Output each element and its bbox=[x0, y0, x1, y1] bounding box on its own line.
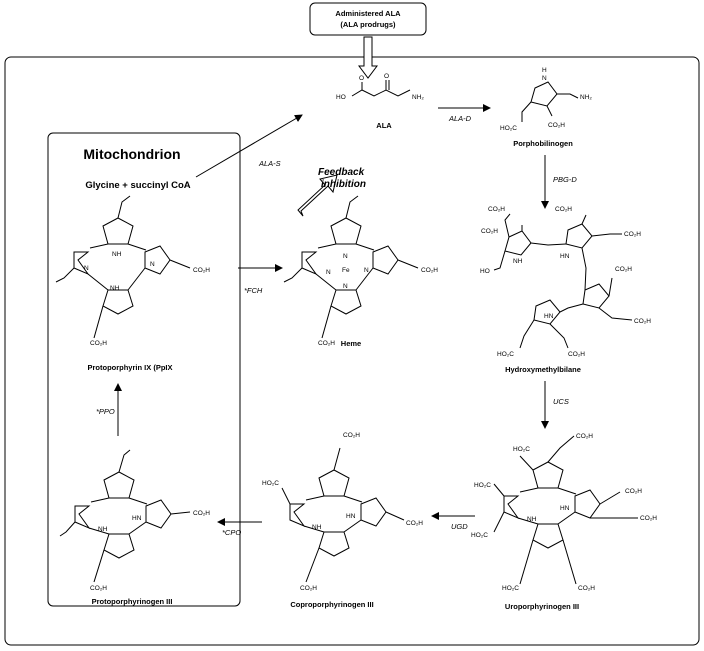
heme-co2h-2: CO₂H bbox=[318, 340, 335, 347]
enzyme-pbg-d: PBG-D bbox=[553, 175, 577, 184]
cell-frame bbox=[4, 56, 700, 646]
ppix-co2h-1: CO₂H bbox=[193, 267, 210, 274]
copro-co2h-3: CO₂H bbox=[300, 585, 317, 592]
protoporphyrin-structure: NH N N NH CO₂H CO₂H bbox=[55, 195, 210, 347]
feedback-arrow-icon bbox=[297, 174, 338, 217]
protogen-co2h-2: CO₂H bbox=[90, 585, 107, 592]
heme-n-2: N bbox=[364, 267, 369, 274]
pbg-nh2-label: NH₂ bbox=[580, 94, 592, 101]
ppix-nh-2: NH bbox=[110, 285, 120, 292]
heme-fe-label: Fe bbox=[342, 267, 350, 274]
ala-structure: HO O O NH₂ bbox=[336, 73, 424, 101]
protoporphyrin-label: Protoporphyrin IX (PpIX bbox=[87, 363, 172, 372]
glycine-succinyl-coa-label: Glycine + succinyl CoA bbox=[85, 180, 190, 191]
ppix-n-1: N bbox=[150, 261, 155, 268]
copro-hn-label: HN bbox=[346, 513, 356, 520]
arrow-glycine-to-ala bbox=[195, 114, 303, 178]
copro-co2h-2: CO₂H bbox=[406, 520, 423, 527]
enzyme-fch: *FCH bbox=[244, 286, 263, 295]
feedback-label: Feedback bbox=[318, 167, 365, 178]
uroporphyrinogen-label: Uroporphyrinogen III bbox=[505, 602, 579, 611]
hmb-co2h-5: CO₂H bbox=[615, 266, 632, 273]
ppix-co2h-2: CO₂H bbox=[90, 340, 107, 347]
ala-o-label: O bbox=[359, 75, 364, 82]
mitochondrion-title: Mitochondrion bbox=[83, 146, 180, 162]
uro-co2h-3: CO₂H bbox=[640, 515, 657, 522]
ala-label: ALA bbox=[376, 121, 392, 130]
heme-co2h-1: CO₂H bbox=[421, 267, 438, 274]
hmb-nh-label: NH bbox=[513, 258, 523, 265]
copro-co2h-1: CO₂H bbox=[343, 432, 360, 439]
ala-ho-label: HO bbox=[336, 94, 346, 101]
hmb-co2h-6: CO₂H bbox=[634, 318, 651, 325]
uro-co2h-1: CO₂H bbox=[576, 433, 593, 440]
coproporphyrinogen-structure: NH HN CO₂H HO₂C CO₂H CO₂H bbox=[262, 432, 423, 592]
uro-co2h-2: CO₂H bbox=[625, 488, 642, 495]
hydroxymethylbilane-label: Hydroxymethylbilane bbox=[505, 365, 581, 374]
uro-nh-label: NH bbox=[527, 516, 537, 523]
protoporphyrinogen-structure: NH HN CO₂H CO₂H bbox=[59, 449, 210, 592]
coproporphyrinogen-label: Coproporphyrinogen III bbox=[290, 600, 373, 609]
hmb-hn-2-label: HN bbox=[544, 313, 554, 320]
uroporphyrinogen-structure: NH HN CO₂H HO₂C HO₂C CO₂H CO₂H HO₂C HO₂C… bbox=[471, 433, 657, 592]
uro-hn-label: HN bbox=[560, 505, 570, 512]
enzyme-ppo: *PPO bbox=[96, 407, 115, 416]
uro-ho2c-3: HO₂C bbox=[471, 532, 488, 539]
copro-ho2c-label: HO₂C bbox=[262, 480, 279, 487]
ala-nh2-label: NH₂ bbox=[412, 94, 424, 101]
administered-ala-label: Administered ALA bbox=[335, 9, 401, 18]
hmb-hn-label: HN bbox=[560, 253, 570, 260]
protogen-hn-label: HN bbox=[132, 515, 142, 522]
protoporphyrinogen-label: Protoporphyrinogen III bbox=[92, 597, 173, 606]
enzyme-cpo: *CPO bbox=[222, 528, 241, 537]
hmb-ho2c-label: HO₂C bbox=[497, 351, 514, 358]
enzyme-ala-d: ALA-D bbox=[448, 114, 472, 123]
heme-n-4: N bbox=[343, 283, 348, 290]
uro-ho2c-4: HO₂C bbox=[502, 585, 519, 592]
hollow-arrow-down-icon bbox=[358, 36, 378, 79]
ala-prodrugs-label: (ALA prodrugs) bbox=[340, 20, 396, 29]
hmb-co2h-7: CO₂H bbox=[568, 351, 585, 358]
heme-structure: Fe N N N N CO₂H CO₂H bbox=[283, 195, 438, 347]
protogen-nh-label: NH bbox=[98, 526, 108, 533]
hmb-co2h-1: CO₂H bbox=[488, 206, 505, 213]
hmb-co2h-2: CO₂H bbox=[481, 228, 498, 235]
mitochondrion-box: Mitochondrion Glycine + succinyl CoA bbox=[47, 132, 241, 607]
uro-ho2c-1: HO₂C bbox=[513, 446, 530, 453]
uro-co2h-4: CO₂H bbox=[578, 585, 595, 592]
heme-n-3: N bbox=[326, 269, 331, 276]
hmb-co2h-3: CO₂H bbox=[555, 206, 572, 213]
pbg-ho2c-label: HO₂C bbox=[500, 125, 517, 132]
hmb-co2h-4: CO₂H bbox=[624, 231, 641, 238]
ala-keto-o-label: O bbox=[384, 73, 389, 80]
pbg-co2h-label: CO₂H bbox=[548, 122, 565, 129]
porphobilinogen-label: Porphobilinogen bbox=[513, 139, 573, 148]
enzyme-ucs: UCS bbox=[553, 397, 569, 406]
pbg-n-label: N bbox=[542, 75, 547, 82]
hmb-ho-label: HO bbox=[480, 268, 490, 275]
ppix-nh-1: NH bbox=[112, 251, 122, 258]
heme-label: Heme bbox=[341, 339, 361, 348]
heme-n-1: N bbox=[343, 253, 348, 260]
hydroxymethylbilane-structure: HO CO₂H CO₂H CO₂H CO₂H CO₂H CO₂H CO₂H HO… bbox=[480, 206, 651, 358]
inhibition-label: inhibition bbox=[321, 179, 366, 190]
enzyme-ugd: UGD bbox=[451, 522, 468, 531]
enzyme-ala-s: ALA-S bbox=[258, 159, 281, 168]
porphobilinogen-structure: H N NH₂ HO₂C CO₂H bbox=[500, 67, 592, 132]
administered-ala-box: Administered ALA (ALA prodrugs) bbox=[309, 2, 427, 36]
copro-nh-label: NH bbox=[312, 524, 322, 531]
protogen-co2h-1: CO₂H bbox=[193, 510, 210, 517]
pbg-h-label: H bbox=[542, 67, 547, 74]
uro-ho2c-2: HO₂C bbox=[474, 482, 491, 489]
ppix-n-2: N bbox=[84, 265, 89, 272]
